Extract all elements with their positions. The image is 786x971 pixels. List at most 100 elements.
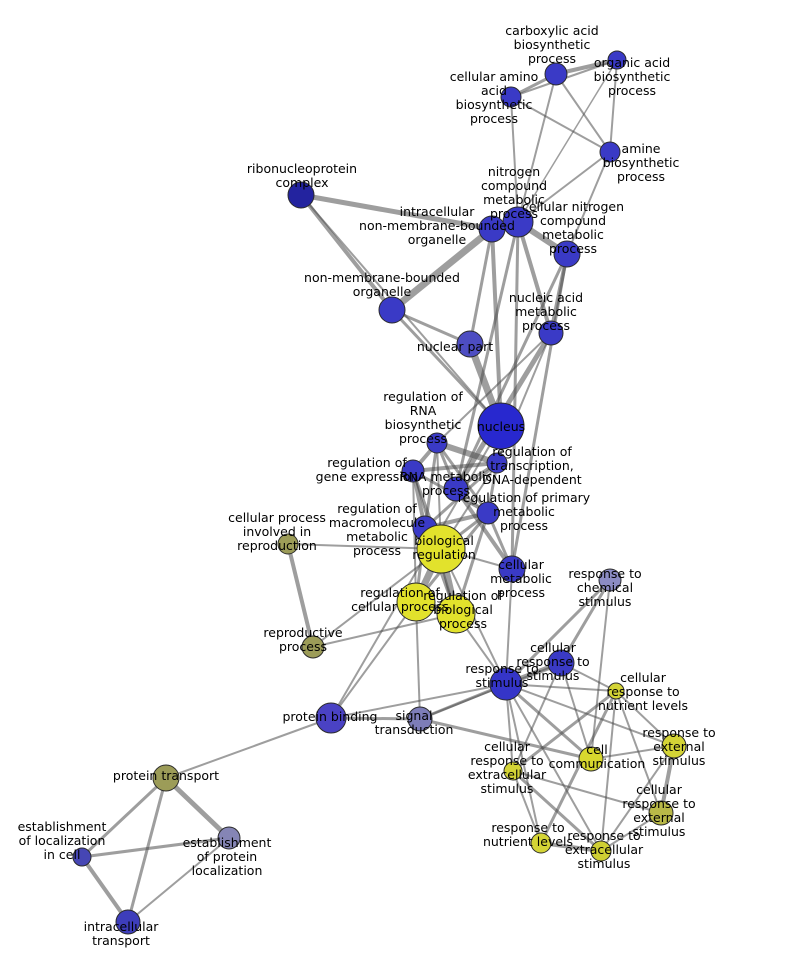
graph-node-nmbo[interactable] — [378, 296, 406, 324]
graph-edge-cellular_resp_stimulus-cell_communication — [560, 662, 592, 760]
graph-edge-organic_acid-amine — [609, 59, 618, 153]
graph-node-protein_binding[interactable] — [315, 702, 347, 734]
graph-node-reg_biological_process[interactable] — [436, 594, 476, 634]
graph-edge-resp_external-resp_extracellular — [600, 745, 675, 852]
graph-node-cellular_metabolic[interactable] — [498, 555, 526, 583]
graph-node-reg_primary[interactable] — [476, 501, 500, 525]
graph-edge-protein_binding-protein_transport — [165, 717, 332, 779]
graph-node-cellular_nitrogen[interactable] — [553, 240, 581, 268]
graph-node-reg_rna_biosyn[interactable] — [426, 432, 448, 454]
graph-edge-protein_binding-resp_stimulus — [330, 683, 507, 719]
graph-edge-cellular_amino-nitrogen_compound — [510, 96, 519, 223]
graph-edge-intracellular_nmbo-nuclear_part — [468, 227, 494, 346]
graph-node-ribonucleoprotein[interactable] — [287, 181, 315, 209]
graph-edge-nmbo-nucleus — [390, 308, 503, 428]
graph-edge-amine-cellular_nitrogen — [566, 151, 611, 255]
graph-node-signal_transduction[interactable] — [407, 706, 433, 732]
graph-edge-cellular_resp_extracellular-cellular_resp_external — [512, 770, 662, 814]
graph-node-reg_gene_expr[interactable] — [401, 459, 425, 483]
graph-node-cellular_process_repro[interactable] — [277, 533, 299, 555]
graph-edge-cellular_resp_stimulus-signal_transduction — [419, 662, 562, 720]
graph-node-label-protein_binding: protein binding — [282, 709, 377, 724]
graph-node-nuclear_part[interactable] — [456, 330, 484, 358]
graph-node-cellular_resp_external[interactable] — [648, 800, 674, 826]
graph-edge-ribonucleoprotein-intracellular_nmbo — [298, 192, 495, 232]
graph-node-amine[interactable] — [599, 141, 621, 163]
graph-edge-amine-nitrogen_compound — [517, 151, 611, 223]
graph-edge-cellular_resp_nutrient-resp_nutrient — [539, 689, 618, 845]
graph-node-reg_transcription[interactable] — [486, 452, 508, 474]
graph-node-reg_cellular_process[interactable] — [396, 582, 436, 622]
graph-edge-resp_external-cell_communication — [590, 745, 675, 760]
graph-edge-cellular_resp_stimulus-cellular_resp_extracellular — [512, 662, 562, 772]
graph-edge-cell_communication-signal_transduction — [418, 717, 593, 761]
graph-node-resp_stimulus[interactable] — [489, 667, 523, 701]
graph-node-cell_communication[interactable] — [578, 746, 604, 772]
graph-node-estab_protein_loc[interactable] — [217, 826, 241, 850]
graph-node-label-nucleus: nucleus — [477, 419, 525, 434]
graph-edge-cellular_amino-amine — [510, 96, 611, 153]
graph-edge-estab_loc_cell-intracellular_transport — [80, 855, 130, 924]
graph-edge-resp_chemical-cell_communication — [590, 579, 611, 760]
graph-node-cellular_amino[interactable] — [500, 86, 522, 108]
graph-edge-protein_transport-estab_loc_cell — [80, 776, 168, 859]
graph-node-carboxylic_acid[interactable] — [544, 62, 568, 86]
graph-node-cellular_resp_extracellular[interactable] — [503, 761, 523, 781]
graph-node-cellular_resp_stimulus[interactable] — [547, 649, 575, 677]
graph-edge-reg_rna_biosyn-reg_primary — [435, 441, 490, 515]
graph-edge-reg_biological_process-reproductive_process — [312, 613, 457, 648]
graph-node-estab_loc_cell[interactable] — [72, 847, 92, 867]
graph-edge-intracellular_nmbo-nucleus — [490, 227, 503, 428]
graph-node-reproductive_process[interactable] — [301, 635, 325, 659]
graph-edge-reg_rna_biosyn-reg_transcription — [434, 440, 500, 466]
graph-edge-reg_transcription-reg_gene_expr — [411, 461, 499, 473]
graph-edge-cellular_resp_extracellular-resp_nutrient — [512, 770, 542, 844]
graph-node-rna_metabolic[interactable] — [443, 476, 469, 502]
graph-edge-resp_stimulus-resp_external — [505, 683, 675, 747]
graph-edge-estab_protein_loc-intracellular_transport — [127, 837, 230, 923]
graph-node-protein_transport[interactable] — [152, 764, 180, 792]
graph-node-intracellular_nmbo[interactable] — [478, 215, 506, 243]
graph-node-biological_regulation[interactable] — [416, 524, 466, 574]
graph-edge-cellular_process_repro-biological_regulation — [287, 543, 442, 550]
graph-edge-nitrogen_compound-rna_metabolic — [454, 220, 520, 491]
graph-edge-resp_stimulus-resp_chemical — [504, 578, 612, 686]
graph-node-resp_external[interactable] — [661, 733, 687, 759]
graph-node-resp_nutrient[interactable] — [530, 832, 552, 854]
graph-edge-estab_protein_loc-estab_loc_cell — [80, 836, 231, 859]
graph-node-resp_chemical[interactable] — [598, 568, 622, 592]
graph-node-resp_extracellular[interactable] — [590, 840, 612, 862]
graph-edge-cellular_process_repro-reproductive_process — [286, 542, 315, 649]
graph-node-nucleic_acid_metabolic[interactable] — [538, 320, 564, 346]
graph-node-intracellular_transport[interactable] — [115, 909, 141, 935]
graph-node-nucleus[interactable] — [477, 402, 525, 450]
graph-node-organic_acid[interactable] — [607, 50, 627, 70]
graph-node-cellular_resp_nutrient[interactable] — [607, 682, 625, 700]
